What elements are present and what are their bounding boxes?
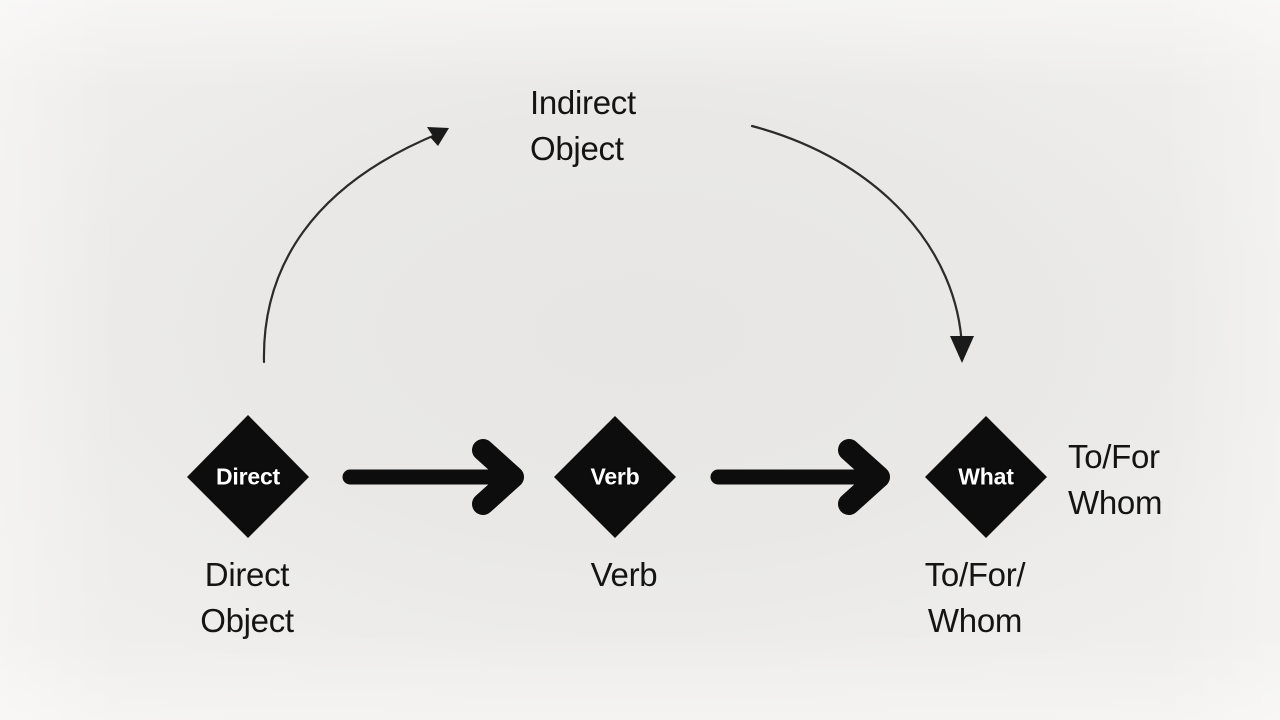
node-shape-direct[interactable] <box>187 415 309 538</box>
node-caption-direct-object: Direct Object <box>200 556 294 639</box>
curve-down-from-indirect-object <box>750 124 974 363</box>
node-shape-what[interactable] <box>925 416 1047 538</box>
node-badge-direct: Direct <box>216 463 280 490</box>
side-label-to-for-whom: To/For Whom <box>1068 438 1163 521</box>
node-caption-verb: Verb <box>590 556 658 593</box>
curve-up-to-indirect-object <box>262 127 449 364</box>
arrow-direct-to-verb <box>342 439 524 515</box>
arrow-verb-to-what <box>710 439 890 515</box>
node-badge-verb: Verb <box>590 463 640 490</box>
node-caption-to-for-whom: To/For/ Whom <box>924 556 1026 639</box>
node-shape-verb[interactable] <box>554 416 676 538</box>
node-badge-what: What <box>958 463 1014 490</box>
top-label-indirect-object: Indirect Object <box>530 84 636 167</box>
